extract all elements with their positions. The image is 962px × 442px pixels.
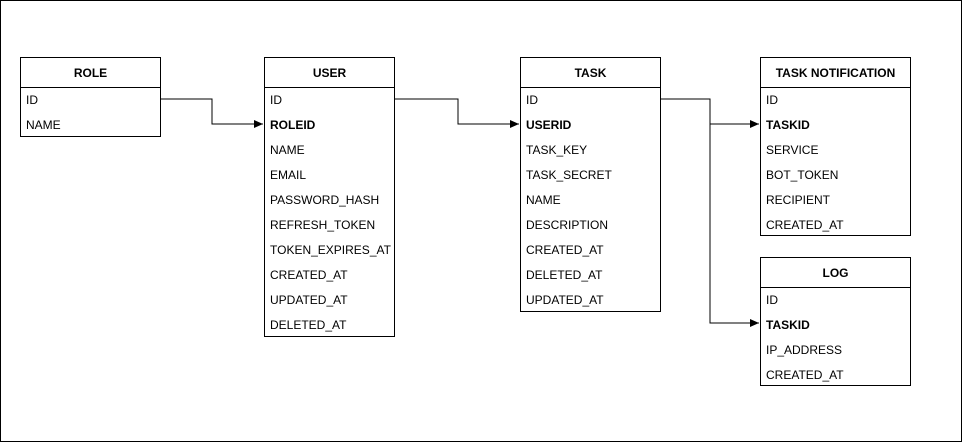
- entity-task[interactable]: TASK ID USERID TASK_KEY TASK_SECRET NAME DESC…: [520, 57, 661, 312]
- entity-title: TASK: [521, 58, 660, 88]
- entity-field: CREATED_AT: [526, 243, 604, 257]
- entity-field-foreign-key: USERID: [526, 118, 572, 132]
- entity-field: SERVICE: [766, 143, 819, 157]
- entity-fields: ID NAME: [21, 88, 160, 138]
- entity-field: TOKEN_EXPIRES_AT: [270, 243, 391, 257]
- entity-log[interactable]: LOG ID TASKID IP_ADDRESS CREATED_AT: [760, 257, 911, 386]
- entity-field: IP_ADDRESS: [766, 343, 843, 357]
- entity-field: TASK_SECRET: [526, 168, 612, 182]
- entity-field: NAME: [26, 118, 61, 132]
- entity-field: DELETED_AT: [526, 268, 603, 282]
- entity-field-foreign-key: TASKID: [766, 118, 810, 132]
- entity-title: ROLE: [21, 58, 160, 88]
- entity-field: ID: [526, 93, 538, 107]
- entity-field: RECIPIENT: [766, 193, 831, 207]
- entity-title: LOG: [761, 258, 910, 288]
- entity-role[interactable]: ROLE ID NAME: [20, 57, 161, 137]
- entity-field: ID: [766, 293, 778, 307]
- entity-field: ID: [270, 93, 282, 107]
- entity-title: TASK NOTIFICATION: [761, 58, 910, 88]
- entity-field-foreign-key: TASKID: [766, 318, 810, 332]
- entity-field: UPDATED_AT: [526, 293, 604, 307]
- entity-user[interactable]: USER ID ROLEID NAME EMAIL PASSWORD_HASH REFRE…: [264, 57, 395, 337]
- entity-task-notification[interactable]: TASK NOTIFICATION ID TASKID SERVICE BOT_TOK…: [760, 57, 911, 236]
- entity-field: ID: [766, 93, 778, 107]
- entity-fields: ID TASKID SERVICE BOT_TOKEN RECIPIENT CREATED…: [761, 88, 910, 238]
- entity-field: CREATED_AT: [766, 368, 844, 382]
- entity-field: NAME: [526, 193, 561, 207]
- entity-field: ID: [26, 93, 38, 107]
- entity-field: TASK_KEY: [526, 143, 588, 157]
- entity-field: PASSWORD_HASH: [270, 193, 380, 207]
- entity-field: DELETED_AT: [270, 318, 347, 332]
- entity-field: REFRESH_TOKEN: [270, 218, 376, 232]
- entity-field: UPDATED_AT: [270, 293, 348, 307]
- entity-fields: ID ROLEID NAME EMAIL PASSWORD_HASH REFRESH_TO…: [265, 88, 394, 338]
- entity-title: USER: [265, 58, 394, 88]
- entity-field: EMAIL: [270, 168, 307, 182]
- entity-field: BOT_TOKEN: [766, 168, 839, 182]
- entity-fields: ID TASKID IP_ADDRESS CREATED_AT: [761, 288, 910, 388]
- entity-field: DESCRIPTION: [526, 218, 609, 232]
- entity-field: CREATED_AT: [270, 268, 348, 282]
- entity-field: CREATED_AT: [766, 218, 844, 232]
- entity-fields: ID USERID TASK_KEY TASK_SECRET NAME DESCRIPTI…: [521, 88, 660, 313]
- entity-field-foreign-key: ROLEID: [270, 118, 316, 132]
- entity-field: NAME: [270, 143, 305, 157]
